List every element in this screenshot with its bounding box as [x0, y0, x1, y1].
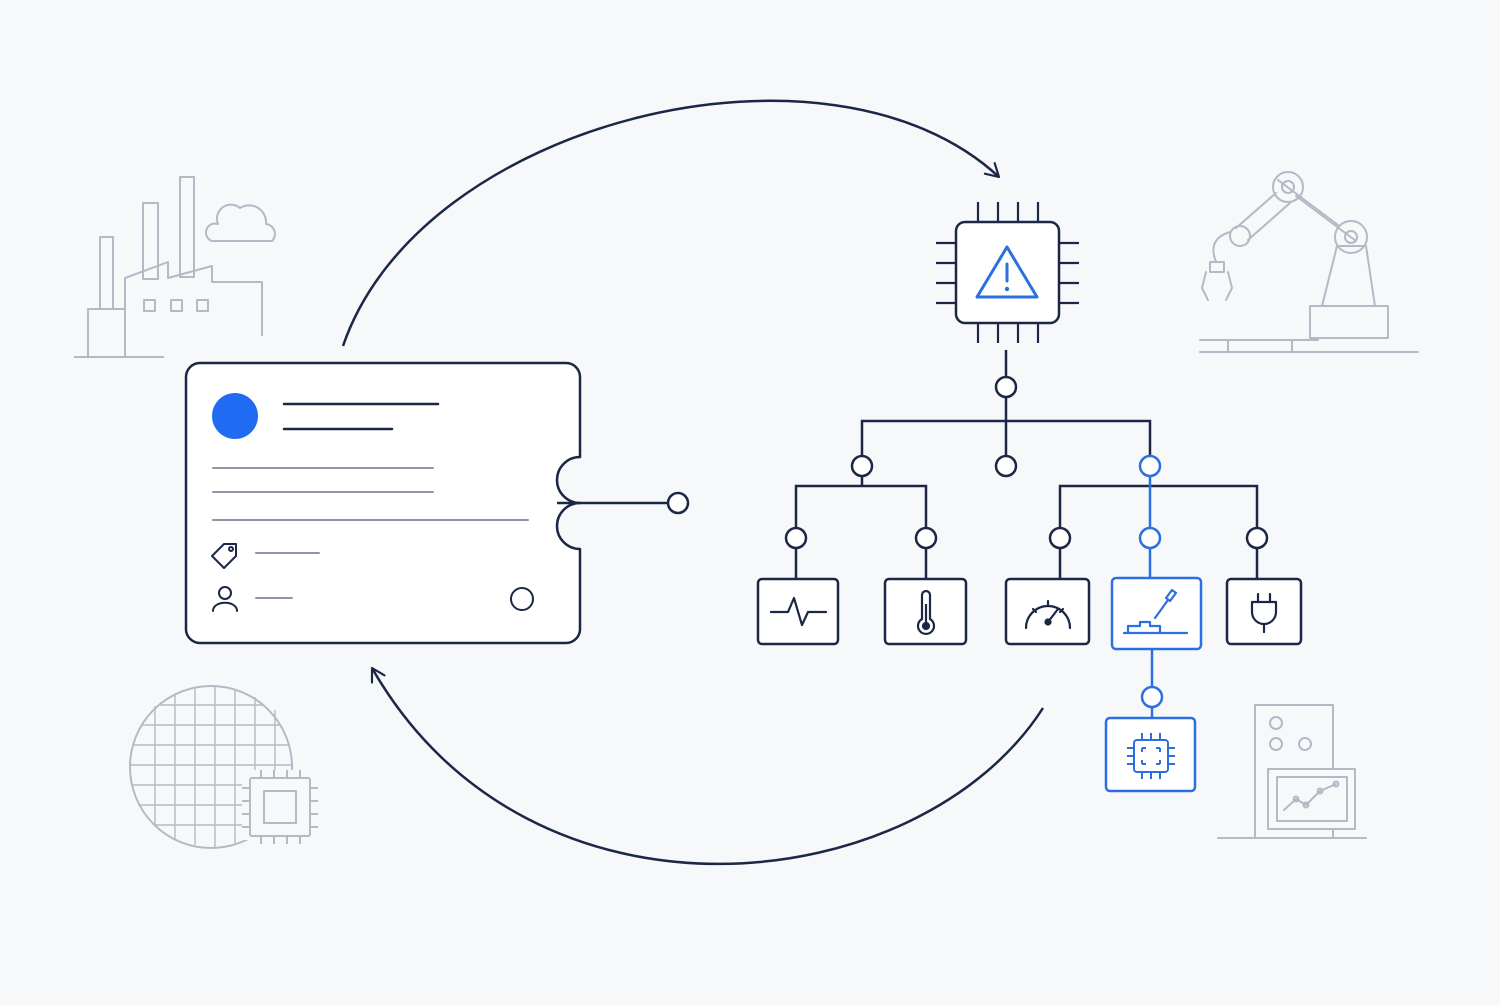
tree-nodes — [784, 375, 1269, 709]
user-icon — [212, 586, 238, 612]
tree-node — [1138, 454, 1162, 478]
card-connector — [557, 491, 690, 515]
avatar-dot — [212, 393, 258, 439]
factory-illustration — [74, 176, 276, 358]
highlighted-path — [1148, 477, 1154, 718]
leaf-plug[interactable] — [1225, 577, 1303, 646]
leaf-waveform[interactable] — [756, 577, 840, 646]
tree-node — [850, 454, 874, 478]
tree-edges — [794, 350, 1259, 579]
leaf-soldering[interactable] — [1110, 576, 1203, 651]
waveform-icon — [769, 596, 828, 627]
leaf-thermometer[interactable] — [883, 577, 968, 646]
tree-node — [1140, 685, 1164, 709]
tag-icon — [211, 543, 237, 569]
record-card[interactable] — [184, 361, 582, 645]
record-card-frame — [184, 361, 582, 645]
instrument-panel-illustration — [1217, 704, 1367, 839]
tree-node — [1245, 526, 1269, 550]
chip-icon — [1127, 733, 1175, 779]
tree-node — [994, 454, 1018, 478]
wafer-illustration — [129, 685, 320, 849]
leaf-gauge[interactable] — [1004, 577, 1091, 646]
robot-arm-illustration — [1199, 171, 1419, 353]
bottom-cycle-arrow — [370, 666, 1045, 866]
status-circle[interactable] — [510, 587, 534, 611]
tree-node — [1138, 526, 1162, 550]
chip-pins — [936, 202, 1079, 343]
tree-node — [1048, 526, 1072, 550]
tree-node — [914, 526, 938, 550]
thermometer-icon — [916, 589, 936, 636]
root-chip-node[interactable] — [936, 202, 1079, 343]
gauge-icon — [1024, 599, 1072, 630]
soldering-icon — [1122, 588, 1189, 635]
tree-node — [994, 375, 1018, 399]
warning-icon — [975, 245, 1039, 299]
plug-icon — [1250, 592, 1278, 634]
tree-node — [784, 526, 808, 550]
leaf-chip[interactable] — [1104, 716, 1197, 793]
top-cycle-arrow — [341, 99, 1001, 347]
